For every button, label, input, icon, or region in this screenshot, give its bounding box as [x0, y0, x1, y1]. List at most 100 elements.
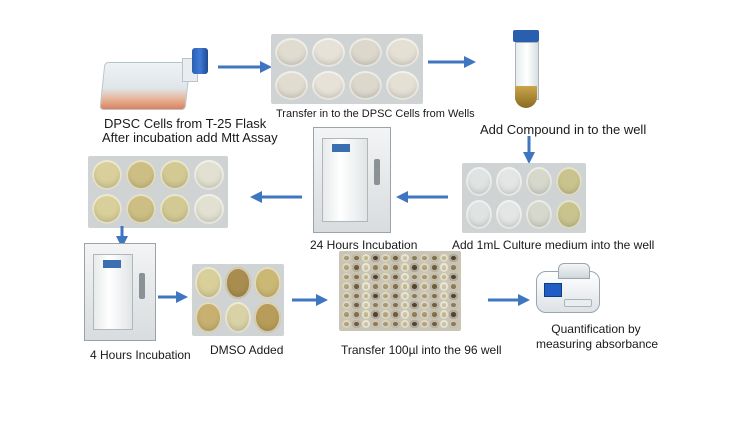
- incubator-icon: [313, 127, 391, 233]
- well: [449, 263, 458, 272]
- arrow-right-icon: [292, 294, 328, 306]
- well: [400, 272, 410, 282]
- add-compound-label: Add Compound in to the well: [480, 122, 647, 137]
- well: [195, 267, 222, 299]
- well: [361, 291, 371, 300]
- well: [371, 254, 380, 263]
- well: [351, 282, 361, 291]
- well: [381, 300, 390, 310]
- well: [361, 319, 371, 328]
- well: [349, 71, 382, 100]
- well: [361, 272, 371, 282]
- well: [496, 200, 522, 229]
- well: [381, 310, 390, 319]
- well: [224, 267, 252, 299]
- well: [410, 310, 419, 319]
- well: [439, 291, 449, 300]
- well: [466, 167, 492, 196]
- well: [400, 310, 410, 319]
- well: [381, 263, 390, 272]
- well: [439, 272, 449, 282]
- well: [390, 263, 400, 272]
- well: [342, 319, 351, 328]
- well: [371, 291, 380, 300]
- well-plate-icon: [271, 34, 423, 104]
- incubation-24-label: 24 Hours Incubation: [310, 238, 418, 252]
- well: [400, 291, 410, 300]
- well: [342, 282, 351, 291]
- dmso-label: DMSO Added: [210, 343, 284, 357]
- well: [429, 319, 439, 328]
- well: [439, 319, 449, 328]
- well: [449, 282, 458, 291]
- well: [556, 200, 582, 229]
- well: [400, 300, 410, 310]
- well: [351, 254, 361, 263]
- arrow-down-icon: [116, 226, 128, 248]
- well: [381, 319, 390, 328]
- well: [410, 254, 419, 263]
- arrow-right-icon: [158, 291, 188, 303]
- well: [361, 300, 371, 310]
- well: [526, 167, 552, 196]
- flask-label: DPSC Cells from T-25 Flask After incubat…: [102, 116, 278, 145]
- well: [420, 291, 429, 300]
- well: [361, 282, 371, 291]
- well: [371, 300, 380, 310]
- arrow-right-icon: [428, 56, 476, 68]
- well: [449, 300, 458, 310]
- well: [449, 272, 458, 282]
- well: [342, 263, 351, 272]
- well: [371, 263, 380, 272]
- well: [420, 300, 429, 310]
- well: [420, 263, 429, 272]
- well: [342, 300, 351, 310]
- incubator-icon: [84, 243, 156, 341]
- well: [349, 38, 382, 67]
- well: [361, 310, 371, 319]
- well: [371, 310, 380, 319]
- well: [275, 71, 308, 100]
- well: [420, 310, 429, 319]
- well: [410, 319, 419, 328]
- well: [351, 272, 361, 282]
- well: [351, 319, 361, 328]
- well: [92, 194, 122, 224]
- well: [429, 272, 439, 282]
- well: [410, 263, 419, 272]
- well: [390, 310, 400, 319]
- well: [496, 167, 522, 196]
- well: [195, 301, 222, 333]
- well: [342, 291, 351, 300]
- well: [439, 282, 449, 291]
- well: [361, 254, 371, 263]
- well: [429, 282, 439, 291]
- incubation-4-label: 4 Hours Incubation: [90, 348, 191, 362]
- well: [410, 272, 419, 282]
- well: [312, 71, 345, 100]
- well: [381, 272, 390, 282]
- well: [400, 319, 410, 328]
- transfer-96-label: Transfer 100µl into the 96 well: [341, 343, 502, 357]
- quantification-label: Quantification by measuring absorbance: [536, 322, 659, 351]
- arrow-down-icon: [523, 136, 535, 164]
- plate-reader-icon: [536, 263, 600, 313]
- well: [390, 319, 400, 328]
- well: [410, 300, 419, 310]
- well: [439, 254, 449, 263]
- well: [429, 254, 439, 263]
- well: [160, 160, 190, 190]
- well: [312, 38, 345, 67]
- well: [194, 160, 224, 190]
- well: [410, 291, 419, 300]
- well: [371, 272, 380, 282]
- well: [449, 310, 458, 319]
- well: [381, 291, 390, 300]
- well: [194, 194, 224, 224]
- well: [400, 282, 410, 291]
- well: [386, 38, 419, 67]
- well: [429, 310, 439, 319]
- well: [439, 310, 449, 319]
- well: [390, 272, 400, 282]
- well: [390, 282, 400, 291]
